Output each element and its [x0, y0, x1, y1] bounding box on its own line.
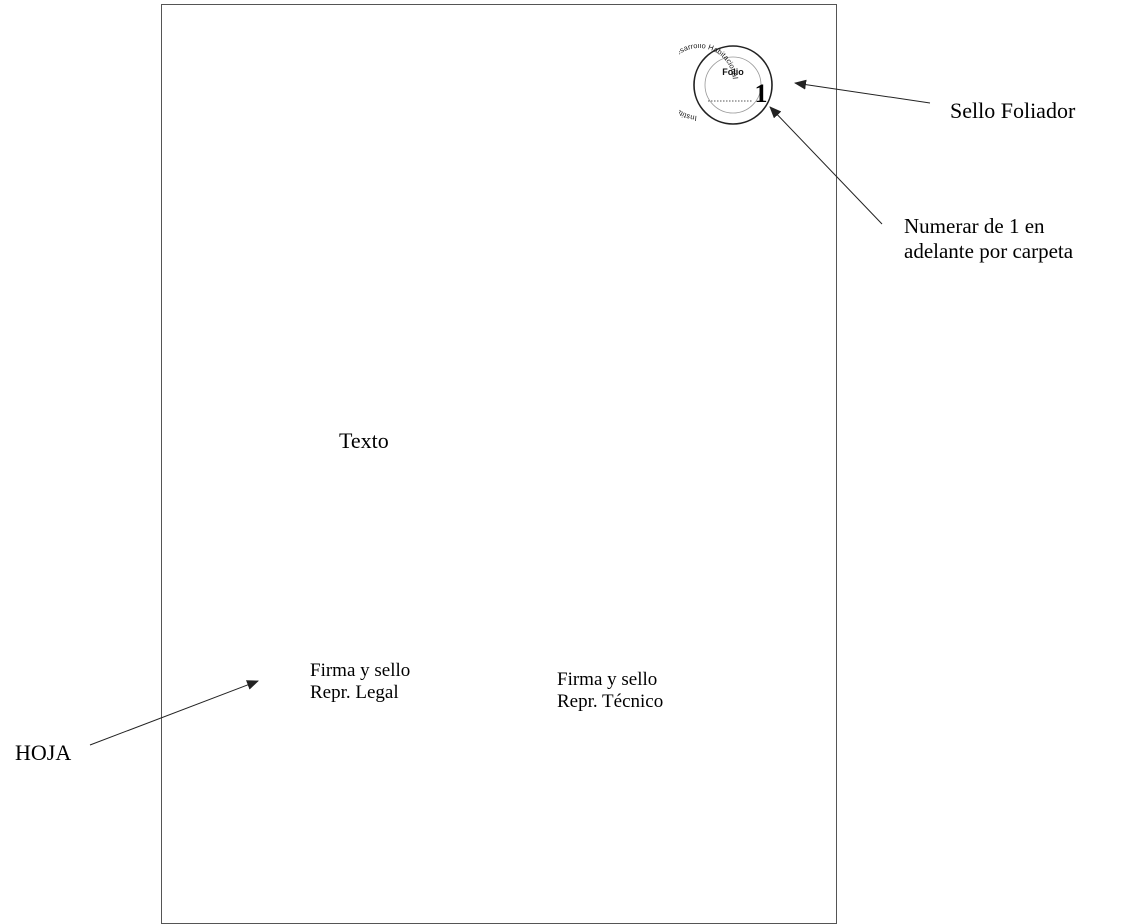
signature-technical-line1: Firma y sello [557, 669, 658, 690]
signature-block-legal: Firma y sello Repr. Legal [310, 660, 410, 704]
body-text: Texto [339, 428, 389, 453]
signature-technical-line2: Repr. Técnico [557, 690, 664, 712]
signature-block-technical: Firma y sello Repr. Técnico [557, 669, 663, 713]
stamp-inner-ring [704, 56, 762, 114]
arrow-to-sheet [89, 680, 259, 746]
callout-numbering-note: Numerar de 1 en adelante por carpeta [904, 214, 1073, 264]
callout-sheet-label: HOJA [15, 740, 72, 765]
folio-stamp-seal: Instituto Provincial De Desarrollo Habit… [679, 44, 773, 125]
stamp-folio-label: Folio [722, 67, 744, 77]
signature-legal-line1: Firma y sello [310, 660, 411, 681]
sheet-page [161, 4, 837, 924]
arrow-to-stamp [794, 79, 931, 104]
stamp-folio-number: 1 [755, 79, 768, 108]
arrow-to-folio-number [769, 106, 883, 225]
signature-legal-line2: Repr. Legal [310, 681, 399, 703]
callout-numbering-line1: Numerar de 1 en [904, 214, 1045, 238]
callout-stamp-label: Sello Foliador [950, 98, 1076, 123]
callout-numbering-line2: adelante por carpeta [904, 239, 1074, 264]
